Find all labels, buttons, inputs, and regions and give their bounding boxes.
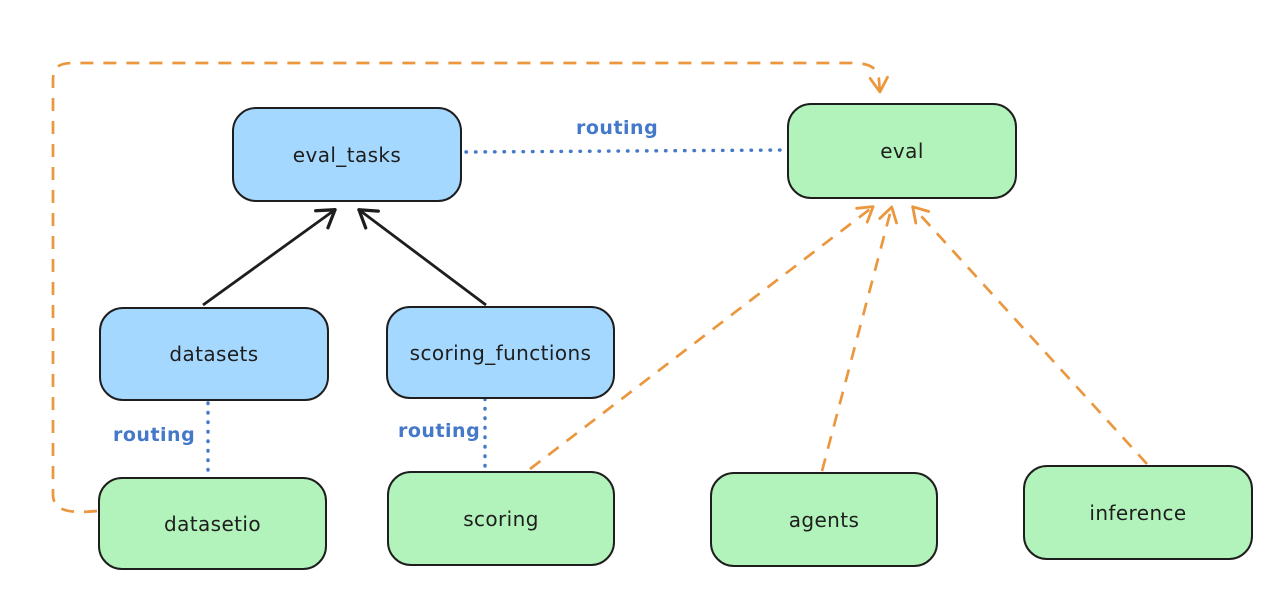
node-datasetio: datasetio: [98, 477, 327, 570]
node-datasets-label: datasets: [169, 342, 259, 366]
edge-eval-tasks-to-eval-routing: [464, 148, 787, 154]
node-datasetio-label: datasetio: [163, 511, 261, 536]
node-eval-tasks-label: eval_tasks: [292, 142, 402, 167]
node-datasets: datasets: [99, 307, 329, 401]
edge-datasets-to-eval-tasks: [202, 207, 337, 307]
node-eval-tasks: eval_tasks: [232, 107, 462, 202]
node-agents: agents: [710, 472, 938, 567]
node-eval-label: eval: [880, 139, 924, 163]
node-scoring-label: scoring: [463, 506, 539, 531]
edge-label-routing-scoring: routing: [398, 420, 481, 442]
node-inference-label: inference: [1089, 500, 1187, 525]
edge-label-routing-eval: routing: [576, 117, 659, 139]
edge-scoring-to-eval: [529, 204, 875, 471]
node-agents-label: agents: [788, 507, 860, 532]
node-inference: inference: [1023, 465, 1253, 560]
edge-datasetio-to-eval: [51, 61, 889, 514]
node-scoring: scoring: [387, 471, 615, 566]
edge-label-routing-datasetio: routing: [113, 424, 196, 446]
edge-inference-to-eval: [911, 205, 1148, 465]
node-scoring-functions: scoring_functions: [386, 306, 615, 399]
node-scoring-functions-label: scoring_functions: [409, 340, 592, 365]
edge-scoring-functions-to-eval-tasks: [357, 207, 487, 307]
node-eval: eval: [787, 103, 1017, 199]
edge-agents-to-eval: [820, 205, 898, 472]
